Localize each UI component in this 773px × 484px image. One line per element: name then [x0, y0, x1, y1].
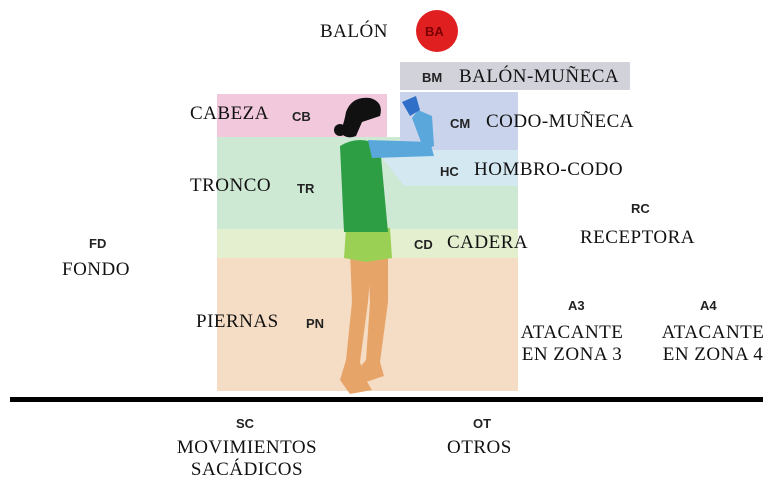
- hip-zone-code: CD: [414, 237, 433, 252]
- others-zone-label: OTROS: [447, 437, 512, 458]
- attacker-zone3-line1: ATACANTE: [520, 322, 624, 343]
- zone-shoulder-elbow-band: [376, 150, 518, 186]
- attacker-zone4-line1: ATACANTE: [661, 322, 765, 343]
- attacker-zone4-label: ATACANTE EN ZONA 4: [655, 322, 771, 366]
- saccades-line2: SACÁDICOS: [190, 459, 304, 480]
- saccades-line1: MOVIMIENTOS: [176, 437, 318, 458]
- background-zone-label: FONDO: [62, 259, 130, 280]
- saccades-zone-label: MOVIMIENTOS SACÁDICOS: [170, 437, 324, 481]
- legs-zone-label: PIERNAS: [196, 311, 279, 332]
- player-figure-icon: [334, 96, 434, 394]
- shoulder-elbow-zone-label: HOMBRO-CODO: [474, 159, 624, 180]
- ball-wrist-zone-label: BALÓN-MUÑECA: [459, 66, 620, 87]
- ball-zone-code: BA: [425, 24, 444, 39]
- floor-line: [10, 397, 763, 402]
- head-zone-code: CB: [292, 109, 311, 124]
- saccades-zone-code: SC: [236, 416, 255, 431]
- receiver-zone-label: RECEPTORA: [580, 227, 696, 248]
- ball-wrist-zone-code: BM: [422, 70, 443, 85]
- receiver-zone-code: RC: [631, 201, 650, 216]
- attacker-zone3-line2: EN ZONA 3: [521, 344, 623, 365]
- head-zone-label: CABEZA: [190, 103, 269, 124]
- attacker-zone4-code: A4: [700, 298, 717, 313]
- background-zone-code: FD: [89, 236, 107, 251]
- elbow-wrist-zone-code: CM: [450, 116, 471, 131]
- ball-zone-label: BALÓN: [320, 21, 388, 42]
- others-zone-code: OT: [473, 416, 492, 431]
- attacker-zone3-code: A3: [568, 298, 585, 313]
- ball-icon: [416, 10, 458, 52]
- attacker-zone3-label: ATACANTE EN ZONA 3: [513, 322, 631, 366]
- hip-zone-label: CADERA: [447, 232, 529, 253]
- legs-zone-code: PN: [306, 316, 325, 331]
- shoulder-elbow-zone-code: HC: [440, 164, 459, 179]
- elbow-wrist-zone-label: CODO-MUÑECA: [486, 111, 634, 132]
- trunk-zone-label: TRONCO: [190, 175, 272, 196]
- zone-ball-wrist-band: [400, 62, 630, 90]
- trunk-zone-code: TR: [297, 181, 315, 196]
- attacker-zone4-line2: EN ZONA 4: [662, 344, 764, 365]
